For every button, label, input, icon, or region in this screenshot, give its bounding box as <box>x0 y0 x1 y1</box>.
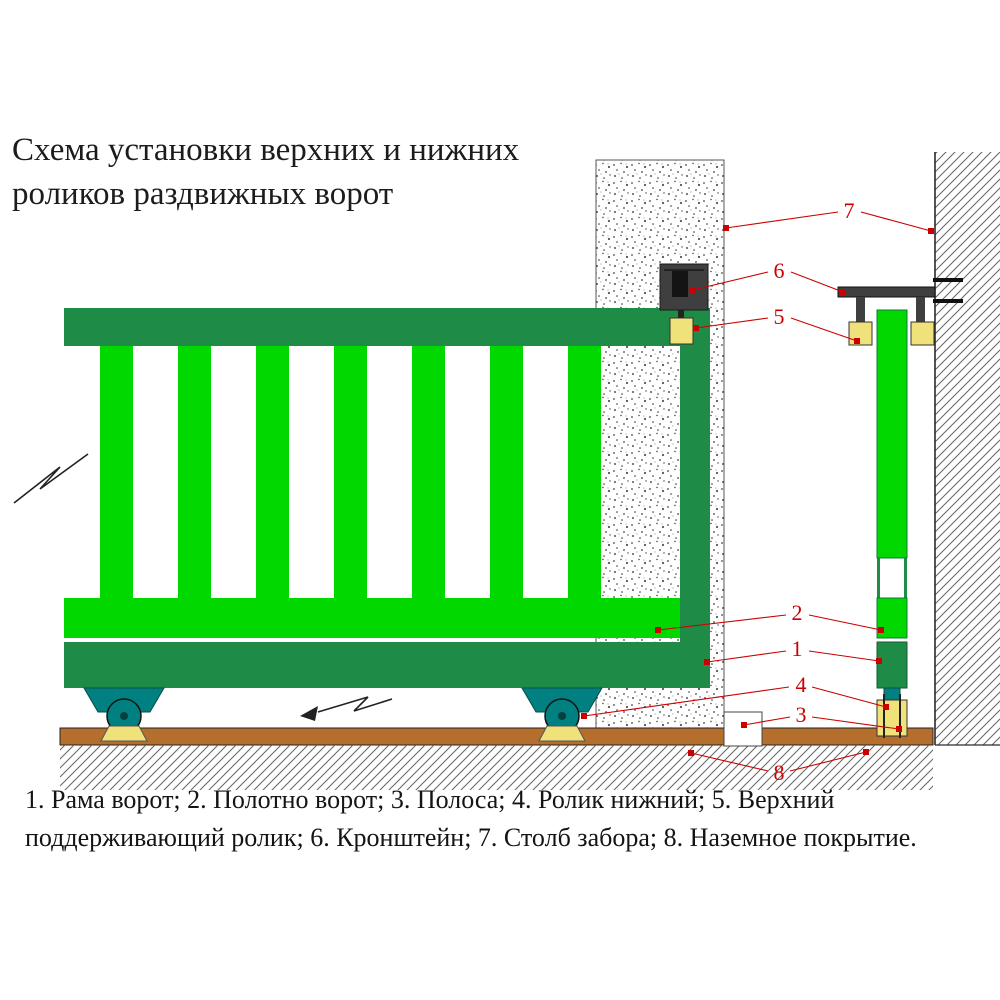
gate-bars <box>100 346 601 598</box>
callout-dot <box>928 228 934 234</box>
callout-dot <box>883 704 889 710</box>
bracket-hanger <box>916 297 925 323</box>
gate-bar <box>334 346 367 598</box>
callout-dot <box>896 726 902 732</box>
callouts-inner: 7 6 5 2 <box>581 198 934 785</box>
callout-line <box>690 752 769 772</box>
callout-line <box>743 716 791 726</box>
callout-dot <box>878 627 884 633</box>
ground-strip <box>59 727 934 746</box>
callout-number: 6 <box>774 258 785 283</box>
callout-number: 8 <box>774 760 785 785</box>
lower-roller-catcher <box>876 687 908 738</box>
callout-line <box>692 271 769 291</box>
anchor-bolt <box>933 299 963 303</box>
gate-top-rail <box>64 308 710 346</box>
callout-dot <box>688 750 694 756</box>
section-frame-rail <box>876 641 908 689</box>
page-title-line-2: роликов раздвижных ворот <box>12 176 393 212</box>
gate-panel-bottom-rail <box>64 598 680 638</box>
callout-8: 8 <box>688 749 869 785</box>
bracket-arm <box>837 286 936 298</box>
page-title-line-1: Схема установки верхних и нижних <box>12 132 520 168</box>
upper-support-roller-right <box>910 321 935 346</box>
anchor-bolt <box>933 278 963 282</box>
roller-mount <box>538 725 586 742</box>
callout-4: 4 <box>581 672 889 719</box>
wall-bracket <box>837 278 963 346</box>
callout-line <box>790 271 844 293</box>
callout-dot <box>655 627 661 633</box>
roller-mount <box>100 725 148 742</box>
gate-bar <box>256 346 289 598</box>
callout-line <box>808 650 880 662</box>
section-edge-right <box>904 558 907 598</box>
callout-2: 2 <box>655 600 884 633</box>
callout-dot <box>863 749 869 755</box>
callout-number: 7 <box>844 198 855 223</box>
bracket-slot <box>672 271 688 297</box>
callout-dot <box>693 325 699 331</box>
upper-support-roller-post <box>669 317 694 345</box>
callout-dot <box>690 287 696 293</box>
bracket-stem <box>678 310 684 320</box>
callout-line <box>657 614 787 631</box>
gate-bar <box>490 346 523 598</box>
callout-dot <box>876 658 882 664</box>
lower-roller-left <box>83 687 165 742</box>
legend-line-1: 1. Рама ворот; 2. Полотно ворот; 3. Поло… <box>25 785 834 814</box>
callout-line <box>706 650 787 663</box>
callout-number: 2 <box>792 600 803 625</box>
callout-dot <box>704 659 710 665</box>
callout-3: 3 <box>741 702 902 732</box>
roller-hub <box>120 712 128 720</box>
callout-line <box>789 751 867 772</box>
slide-direction-arrow <box>300 696 393 721</box>
break-symbol <box>13 453 89 504</box>
callout-number: 3 <box>796 702 807 727</box>
gate-right-post <box>680 308 710 688</box>
gate-bar <box>178 346 211 598</box>
callout-number: 1 <box>792 636 803 661</box>
gate-bar <box>568 346 601 598</box>
callout-dot <box>840 289 846 295</box>
callout-1: 1 <box>704 636 882 665</box>
roller-hub <box>558 712 566 720</box>
ground-hatch <box>60 745 933 790</box>
callout-line <box>725 211 839 229</box>
gate <box>64 308 710 688</box>
legend-line-2: поддерживающий ролик; 6. Кронштейн; 7. С… <box>25 823 917 852</box>
upper-support-roller-left <box>848 321 873 346</box>
callout-line <box>695 317 769 329</box>
gate-frame-bottom-rail <box>64 642 710 688</box>
callout-line <box>583 686 790 717</box>
callout-5: 5 <box>693 304 860 344</box>
callout-dot <box>723 225 729 231</box>
callout-line <box>811 716 900 730</box>
callout-line <box>860 211 932 232</box>
section-edge-left <box>877 558 880 598</box>
callout-line <box>811 686 887 708</box>
bracket-hanger <box>856 297 865 323</box>
callout-7: 7 <box>723 198 934 234</box>
arrow-head <box>300 706 318 721</box>
callout-6: 6 <box>690 258 846 295</box>
callouts: 7 6 5 2 <box>581 198 934 785</box>
callout-line <box>790 317 858 342</box>
fence-wall-hatch <box>935 152 1000 745</box>
callout-number: 4 <box>796 672 807 697</box>
arrow-shaft <box>317 696 393 713</box>
callout-number: 5 <box>774 304 785 329</box>
lower-roller-right <box>521 687 603 742</box>
callout-line <box>808 614 882 631</box>
callout-dot <box>854 338 860 344</box>
post-footing <box>723 711 763 747</box>
gate-bar <box>412 346 445 598</box>
gate-bar <box>100 346 133 598</box>
section-panel-upper <box>876 309 908 559</box>
callout-dot <box>741 722 747 728</box>
callout-dot <box>581 713 587 719</box>
